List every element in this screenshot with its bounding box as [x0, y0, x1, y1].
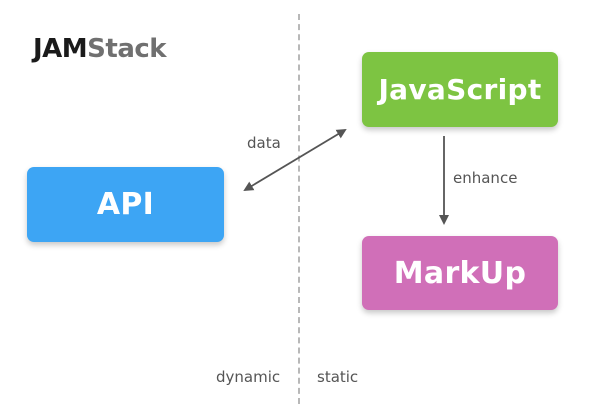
- title-jam: JAM: [33, 34, 88, 64]
- data-arrow: [243, 128, 347, 192]
- static-label: static: [317, 368, 359, 386]
- data-label: data: [247, 134, 281, 152]
- dynamic-static-divider: [298, 14, 300, 404]
- dynamic-label: dynamic: [216, 368, 281, 386]
- diagram-title: JAMStack: [33, 34, 167, 64]
- javascript-box: JavaScript: [362, 52, 558, 127]
- title-stack: Stack: [87, 34, 167, 64]
- markup-box: MarkUp: [362, 236, 558, 310]
- enhance-label: enhance: [453, 169, 518, 187]
- api-box: API: [27, 167, 224, 242]
